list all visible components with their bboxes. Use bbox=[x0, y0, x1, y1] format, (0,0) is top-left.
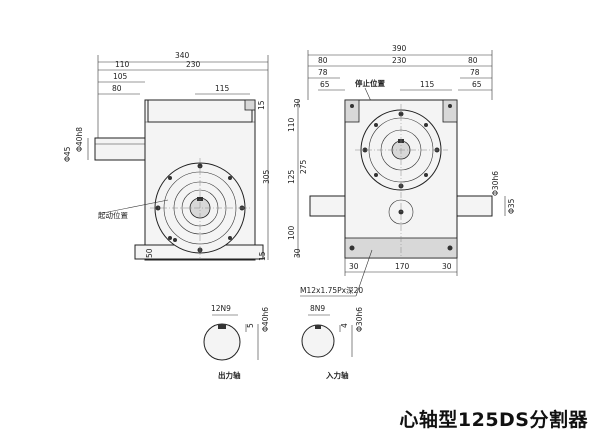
dim-78-left: 78 bbox=[318, 68, 328, 77]
right-view: 390 230 80 80 78 78 65 115 65 停止位置 bbox=[287, 44, 516, 297]
output-shaft-title: 出力轴 bbox=[218, 370, 241, 380]
input-key-depth: 4 bbox=[340, 323, 349, 328]
left-input-shaft bbox=[94, 137, 146, 161]
dim-115-right: 115 bbox=[420, 80, 435, 89]
dim-30-bottom-right: 30 bbox=[442, 262, 452, 271]
output-key-depth: 5 bbox=[246, 323, 255, 328]
dim-340: 340 bbox=[175, 51, 190, 60]
dim-390: 390 bbox=[392, 44, 407, 53]
dim-80: 80 bbox=[112, 84, 122, 93]
label-stop-position: 停止位置 bbox=[355, 78, 385, 88]
output-shaft-section: 12N9 5 Φ40h6 出力轴 bbox=[203, 304, 270, 380]
output-shaft-circle bbox=[203, 323, 241, 361]
right-shaft-right bbox=[456, 195, 493, 217]
dim-30-bottom-left: 30 bbox=[349, 262, 359, 271]
dim-65-right: 65 bbox=[472, 80, 482, 89]
dim-15-top: 15 bbox=[257, 100, 266, 110]
dim-80-right: 80 bbox=[468, 56, 478, 65]
dim-78-right: 78 bbox=[470, 68, 480, 77]
dim-275: 275 bbox=[299, 159, 308, 174]
dim-15-bottom: 15 bbox=[258, 251, 267, 261]
output-key-size: 12N9 bbox=[211, 304, 231, 313]
left-housing-top bbox=[147, 99, 253, 123]
thread-note: M12x1.75Px深20 bbox=[300, 286, 363, 295]
input-shaft-diameter: Φ30h6 bbox=[355, 307, 364, 332]
dim-30-bottom: 30 bbox=[293, 248, 302, 258]
dim-125: 125 bbox=[287, 169, 296, 184]
label-start-position: 起动位置 bbox=[98, 210, 128, 220]
dim-phi35: Φ35 bbox=[507, 198, 516, 214]
input-key-size: 8N9 bbox=[310, 304, 325, 313]
output-shaft-diameter: Φ40h6 bbox=[261, 307, 270, 332]
input-shaft-circle bbox=[301, 324, 335, 358]
output-keyway bbox=[218, 324, 226, 329]
input-shaft-section: 8N9 4 Φ30h6 入力轴 bbox=[301, 304, 364, 380]
dim-80-left: 80 bbox=[318, 56, 328, 65]
dim-phi45: Φ45 bbox=[63, 146, 72, 162]
dim-phi40h8: Φ40h8 bbox=[75, 127, 84, 152]
dim-110: 110 bbox=[115, 60, 130, 69]
dim-170: 170 bbox=[395, 262, 410, 271]
right-shaft-left bbox=[309, 195, 346, 217]
dim-230: 230 bbox=[186, 60, 201, 69]
dim-230-right: 230 bbox=[392, 56, 407, 65]
dim-phi30h6-right: Φ30h6 bbox=[491, 171, 500, 196]
product-title: 心轴型125DS分割器 bbox=[399, 409, 588, 431]
left-view: 340 230 110 105 80 115 bbox=[63, 51, 271, 261]
input-shaft-title: 入力轴 bbox=[325, 370, 349, 380]
dim-30-top: 30 bbox=[293, 98, 302, 108]
dim-65-left: 65 bbox=[320, 80, 330, 89]
dim-305: 305 bbox=[262, 169, 271, 184]
dim-105: 105 bbox=[113, 72, 128, 81]
dim-110-right: 110 bbox=[287, 117, 296, 132]
input-keyway bbox=[315, 325, 321, 329]
dim-100: 100 bbox=[287, 225, 296, 240]
dim-115-left: 115 bbox=[215, 84, 230, 93]
dim-50: 50 bbox=[145, 248, 154, 258]
